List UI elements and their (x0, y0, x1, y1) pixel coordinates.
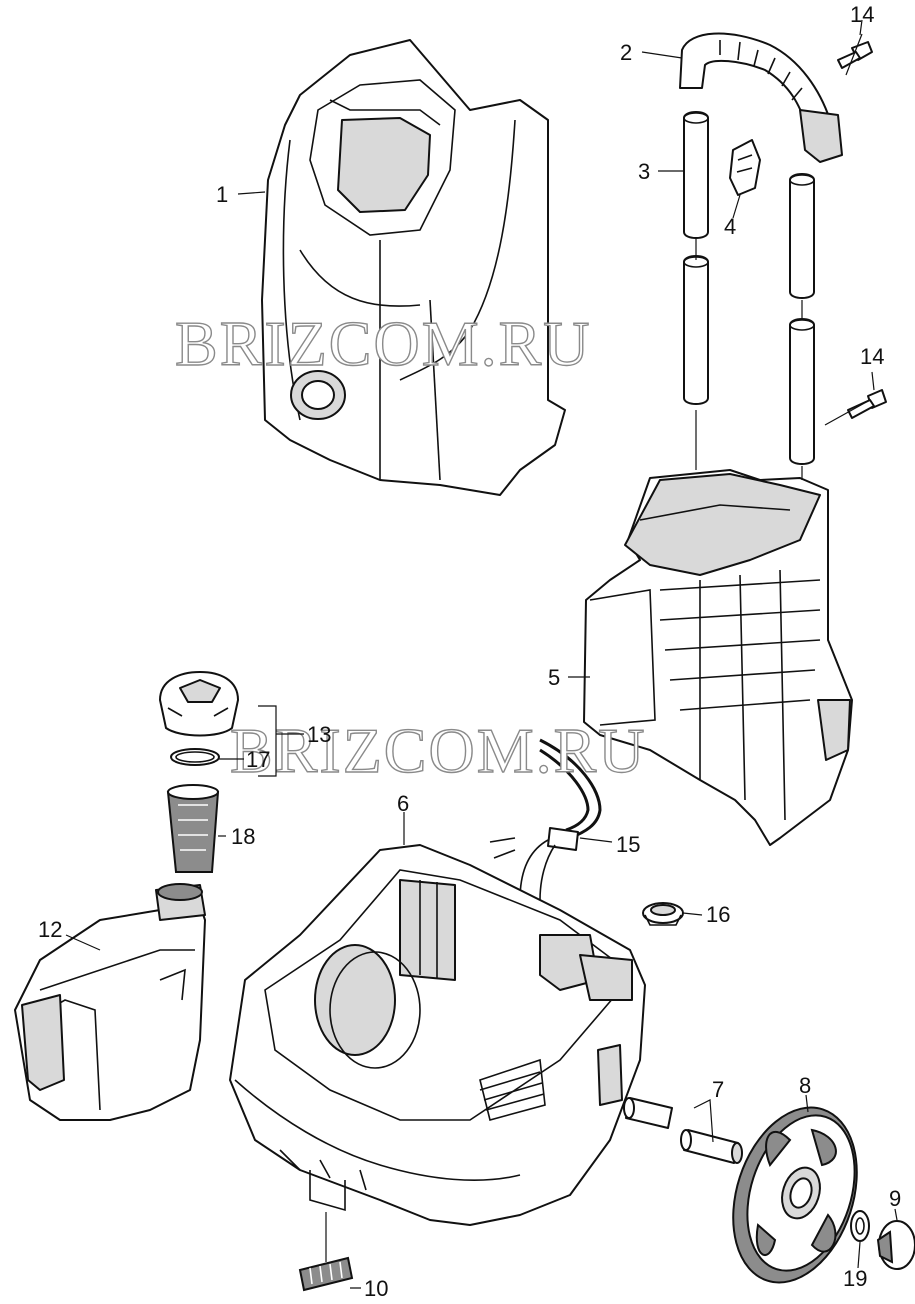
callout-4: 4 (724, 214, 736, 239)
handle-tubes-drawing (683, 111, 815, 465)
callout-3: 3 (638, 159, 650, 184)
hub-cap-drawing (876, 1220, 915, 1270)
clip-drawing (729, 139, 761, 196)
callout-5: 5 (548, 665, 560, 690)
callout-6: 6 (397, 791, 409, 816)
leader-lines (65, 19, 898, 1289)
callout-14-upper: 14 (850, 2, 874, 27)
callout-9: 9 (889, 1186, 901, 1211)
callout-13: 13 (307, 722, 331, 747)
callout-10: 10 (364, 1276, 388, 1301)
wheel-drawing (732, 1106, 858, 1284)
base-chassis-drawing (229, 844, 646, 1226)
callout-14-lower: 14 (860, 344, 884, 369)
callout-12: 12 (38, 917, 62, 942)
grommet-drawing (642, 902, 684, 926)
callout-8: 8 (799, 1073, 811, 1098)
callout-16: 16 (706, 902, 730, 927)
callout-18: 18 (231, 824, 255, 849)
foot-brush-drawing (298, 1256, 354, 1292)
callout-19: 19 (843, 1266, 867, 1291)
watermark-upper: BRIZCOM.RU (175, 308, 592, 379)
watermark-lower: BRIZCOM.RU (230, 715, 647, 786)
axle-drawing (623, 1097, 743, 1164)
detergent-tank-drawing (14, 883, 206, 1121)
handle-grip-drawing (679, 32, 843, 163)
callout-7: 7 (712, 1077, 724, 1102)
washer-drawing (850, 1210, 870, 1242)
callout-2: 2 (620, 40, 632, 65)
tank-cap-drawing (159, 671, 239, 737)
screw-upper-drawing (837, 41, 873, 69)
hood-cover-drawing (261, 39, 566, 496)
o-ring-drawing (170, 748, 220, 766)
callout-17: 17 (246, 747, 270, 772)
screw-lower-drawing (847, 389, 887, 419)
callout-1: 1 (216, 182, 228, 207)
rear-housing-drawing (583, 469, 853, 846)
filter-drawing (166, 784, 220, 873)
callout-15: 15 (616, 832, 640, 857)
